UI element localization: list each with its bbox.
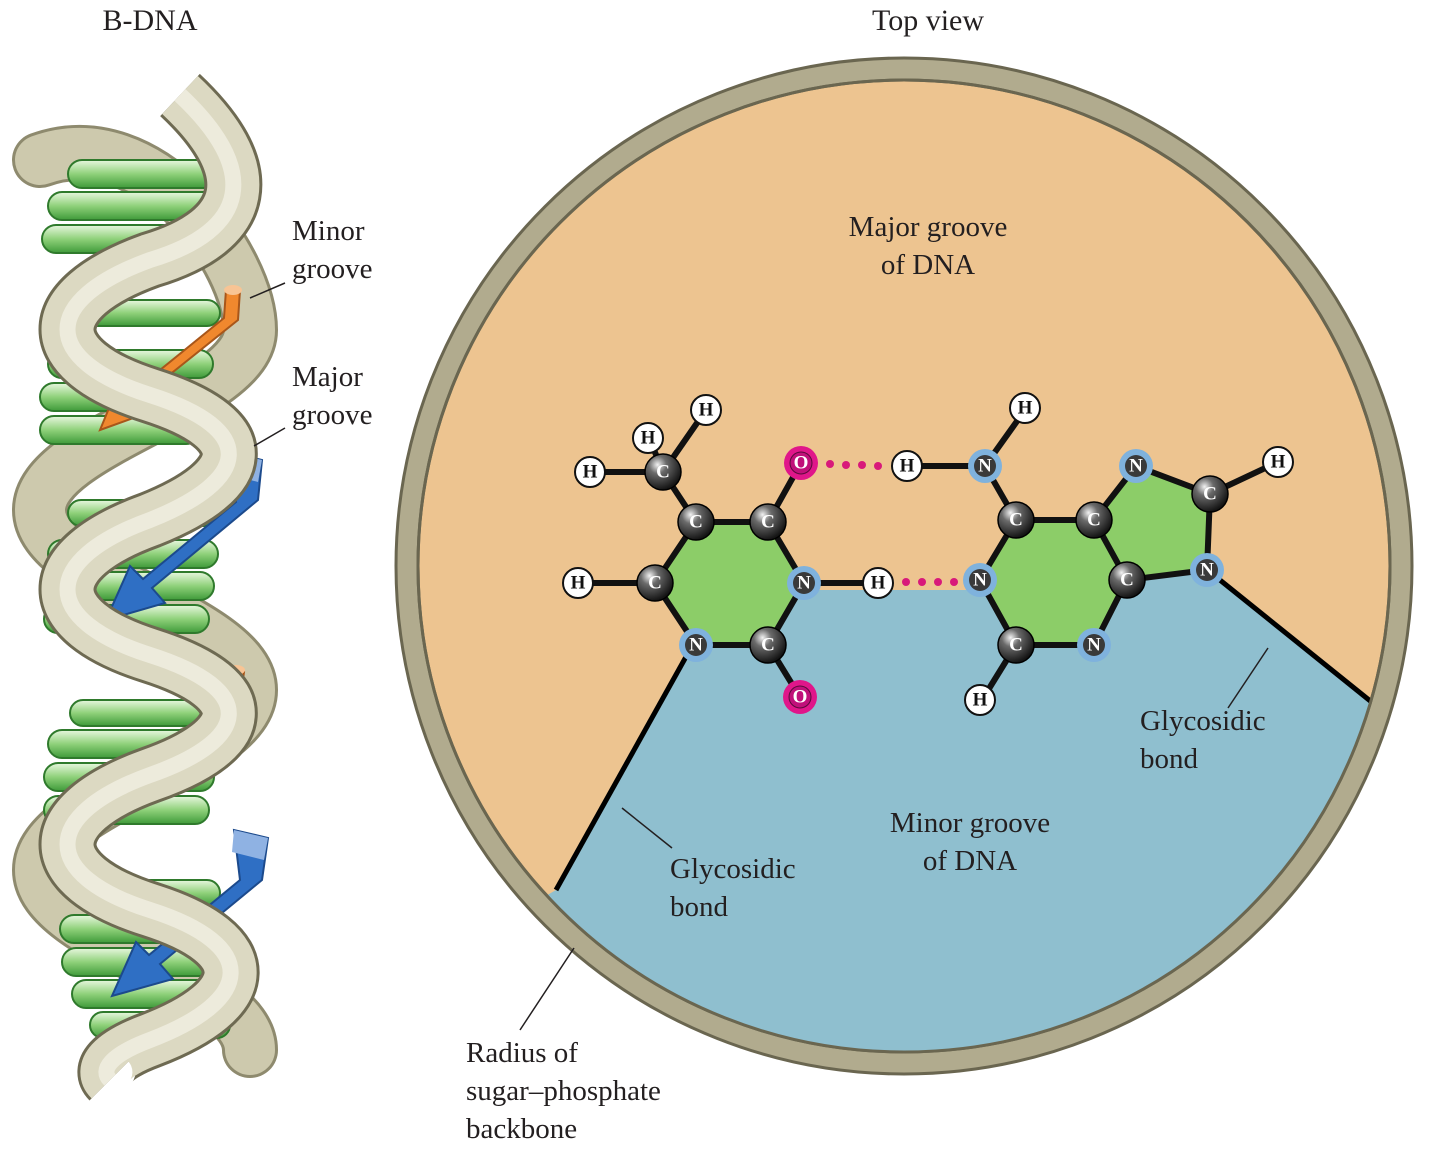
hydrogen-atom: H [1262,446,1294,478]
right-panel: Top view [394,4,1414,1145]
svg-text:N: N [797,573,811,594]
hydrogen-atom: H [964,684,996,716]
svg-text:H: H [973,690,988,711]
carbon-atom: C [749,626,787,664]
minor-groove-label: Minor groove [249,215,373,299]
svg-text:H: H [641,428,656,449]
svg-text:N: N [978,456,992,477]
svg-text:C: C [689,512,703,533]
svg-text:Radius of: Radius of [466,1037,578,1069]
carbon-atom: C [997,626,1035,664]
svg-text:Glycosidic: Glycosidic [1140,705,1266,737]
svg-text:C: C [1087,510,1101,531]
nitrogen-atom: N [787,566,821,600]
svg-text:N: N [973,570,987,591]
hydrogen-atom: H [1009,392,1041,424]
atoms: C C C C C C C C C C N N N N N N N O [562,392,1294,716]
svg-text:Major: Major [292,361,363,393]
hydrogen-atom: H [562,567,594,599]
nitrogen-atom: N [968,449,1002,483]
carbon-atom: C [636,564,674,602]
svg-text:H: H [699,400,714,421]
svg-text:H: H [583,462,598,483]
glycosidic-bond-line-right [1208,570,1386,714]
svg-text:N: N [1129,456,1143,477]
hydrogen-atom: H [891,450,923,482]
svg-text:sugar–phosphate: sugar–phosphate [466,1075,661,1107]
svg-text:Glycosidic: Glycosidic [670,853,796,885]
hydrogen-bonds [826,460,958,586]
minor-groove-region-label: Minor groove of DNA [890,807,1050,877]
svg-text:C: C [656,462,670,483]
major-groove-region-label: Major groove of DNA [849,211,1008,281]
svg-text:Minor groove: Minor groove [890,807,1050,839]
hydrogen-atom: H [690,394,722,426]
svg-text:H: H [871,573,886,594]
carbon-atom: C [749,503,787,541]
svg-text:bond: bond [670,891,729,923]
svg-text:O: O [793,687,808,708]
svg-text:N: N [689,635,703,656]
svg-text:Minor: Minor [292,215,365,247]
svg-text:C: C [761,512,775,533]
svg-text:C: C [1009,635,1023,656]
svg-text:C: C [648,573,662,594]
oxygen-atom: O [783,680,817,714]
right-panel-title: Top view [872,4,984,37]
major-groove-label: Major groove [253,361,373,447]
left-panel: B-DNA [11,4,373,1101]
base-pair-molecule: C C C C C C C C C C N N N N N N N O [562,392,1294,716]
carbon-atom: C [1075,501,1113,539]
backbone-radius-label: Radius of sugar–phosphate backbone [466,947,661,1145]
svg-text:Major groove: Major groove [849,211,1008,243]
carbon-atom: C [997,501,1035,539]
glycosidic-bond-line-left [553,644,695,892]
carbon-atom: C [1191,475,1229,513]
hydrogen-atom: H [632,422,664,454]
carbon-atom: C [644,453,682,491]
svg-text:C: C [1120,570,1134,591]
svg-text:backbone: backbone [466,1113,577,1145]
nitrogen-atom: N [1190,553,1224,587]
hydrogen-atom: H [862,567,894,599]
carbon-atom: C [677,503,715,541]
svg-text:bond: bond [1140,743,1199,775]
purine-six-ring [980,520,1127,645]
hydrogen-atom: H [574,456,606,488]
svg-text:groove: groove [292,253,373,285]
nitrogen-atom: N [1119,449,1153,483]
nitrogen-atom: N [963,563,997,597]
svg-text:N: N [1200,560,1214,581]
svg-text:groove: groove [292,399,373,431]
svg-text:H: H [900,456,915,477]
pyrimidine-ring [655,522,804,645]
glycosidic-bond-label-right: Glycosidic bond [1140,647,1269,775]
svg-text:H: H [571,573,586,594]
svg-text:H: H [1018,398,1033,419]
carbon-atom: C [1108,561,1146,599]
svg-text:N: N [1087,635,1101,656]
nitrogen-atom: N [1077,628,1111,662]
left-panel-title: B-DNA [103,4,198,37]
svg-text:C: C [761,635,775,656]
nitrogen-atom: N [679,628,713,662]
purine-five-ring [1094,466,1210,580]
svg-text:of DNA: of DNA [923,845,1017,877]
oxygen-atom: O [784,446,818,480]
helix [11,73,279,1101]
svg-text:C: C [1203,484,1217,505]
glycosidic-bond-label-left: Glycosidic bond [621,807,796,923]
svg-text:O: O [794,453,809,474]
svg-text:of DNA: of DNA [881,249,975,281]
svg-text:C: C [1009,510,1023,531]
svg-text:H: H [1271,452,1286,473]
